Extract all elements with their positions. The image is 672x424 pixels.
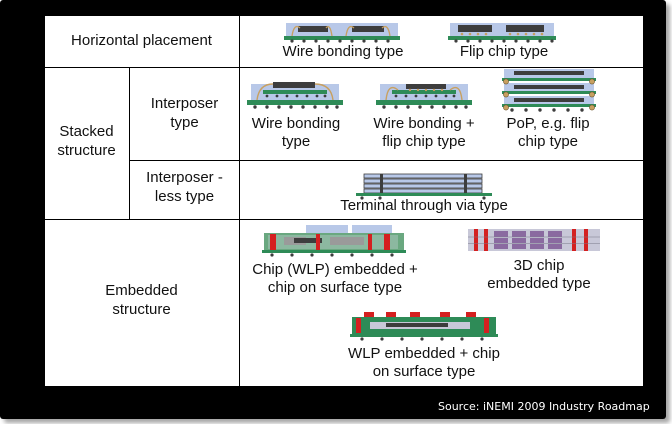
table-border-bottom bbox=[44, 386, 644, 387]
row-divider-2 bbox=[129, 160, 644, 161]
chip-3d-embedded-diagram bbox=[468, 229, 600, 251]
caption-terminal-through-via: Terminal through via type bbox=[340, 197, 508, 214]
chip-wlp-embedded-diagram bbox=[262, 225, 406, 257]
column-divider bbox=[239, 15, 240, 387]
table-border-right bbox=[643, 15, 644, 387]
source-credit: Source: iNEMI 2009 Industry Roadmap bbox=[438, 400, 650, 413]
wlp-embedded-surface-diagram bbox=[350, 312, 498, 341]
table-border-left bbox=[44, 15, 45, 387]
row-divider-3 bbox=[44, 219, 644, 220]
wire-bonding-flip-chip-diagram bbox=[376, 84, 472, 109]
caption-flip-chip: Flip chip type bbox=[459, 43, 549, 60]
table-border-top bbox=[44, 15, 644, 16]
wire-bonding-horizontal-diagram bbox=[284, 23, 400, 43]
row-label-horizontal: Horizontal placement bbox=[71, 32, 212, 49]
row-label-interposer-less: Interposer -less type bbox=[146, 169, 223, 205]
flip-chip-horizontal-diagram bbox=[448, 23, 556, 43]
pop-diagram bbox=[502, 69, 596, 112]
caption-wire-bonding-horizontal: Wire bonding type bbox=[282, 43, 404, 60]
terminal-through-via-diagram bbox=[356, 173, 492, 200]
wire-bonding-stacked-diagram bbox=[247, 82, 343, 109]
row-divider-1 bbox=[44, 67, 644, 68]
caption-wire-bonding-flip-chip: Wire bonding +flip chip type bbox=[373, 115, 475, 150]
caption-chip-wlp-embedded: Chip (WLP) embedded +chip on surface typ… bbox=[252, 261, 418, 296]
stacked-subdivider bbox=[129, 67, 130, 219]
